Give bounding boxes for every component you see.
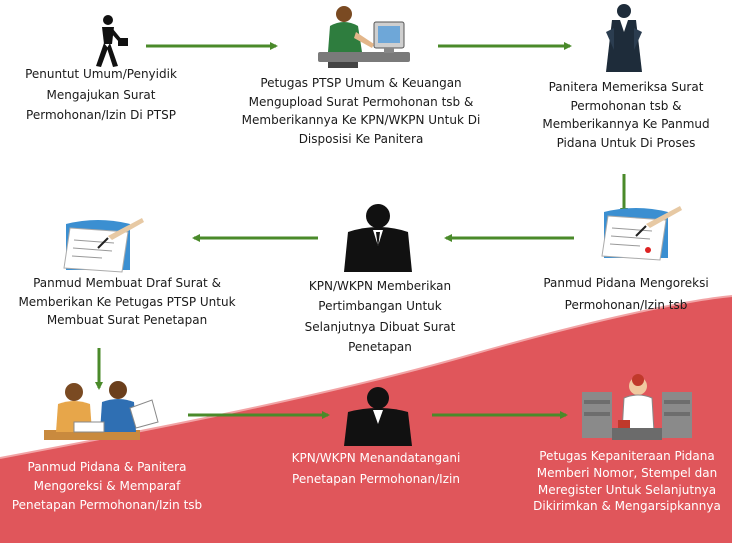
step-4-label: Panmud Pidana Mengoreksi Permohonan/Izin… xyxy=(543,276,709,313)
executive-signing-icon xyxy=(344,387,412,446)
step-7-label: Panmud Pidana & Panitera Mengoreksi & Me… xyxy=(11,460,203,513)
draft-document-icon xyxy=(63,218,144,273)
step-3-label: Panitera Memeriksa Surat Permohonan tsb … xyxy=(542,80,710,150)
step-1-label: Penuntut Umum/Penyidik Mengajukan Surat … xyxy=(25,67,177,123)
step-2-label: Petugas PTSP Umum & Keuangan Mengupload … xyxy=(241,76,481,146)
executive-silhouette-icon xyxy=(344,204,412,272)
step-9-label: Petugas Kepaniteraan Pidana Memberi Nomo… xyxy=(533,449,721,514)
step-8-label: KPN/WKPN Menandatangani Penetapan Permoh… xyxy=(291,451,461,486)
busy-clerk-office-icon xyxy=(582,374,692,440)
walking-man-icon xyxy=(96,15,128,67)
office-worker-computer-icon xyxy=(318,6,410,68)
step-6-label: Panmud Membuat Draf Surat & Memberikan K… xyxy=(18,276,236,328)
signing-document-icon xyxy=(601,206,682,261)
two-officials-reviewing-icon xyxy=(44,381,159,440)
robed-official-icon xyxy=(606,4,642,72)
step-5-label: KPN/WKPN Memberikan Pertimbangan Untuk S… xyxy=(304,279,456,355)
